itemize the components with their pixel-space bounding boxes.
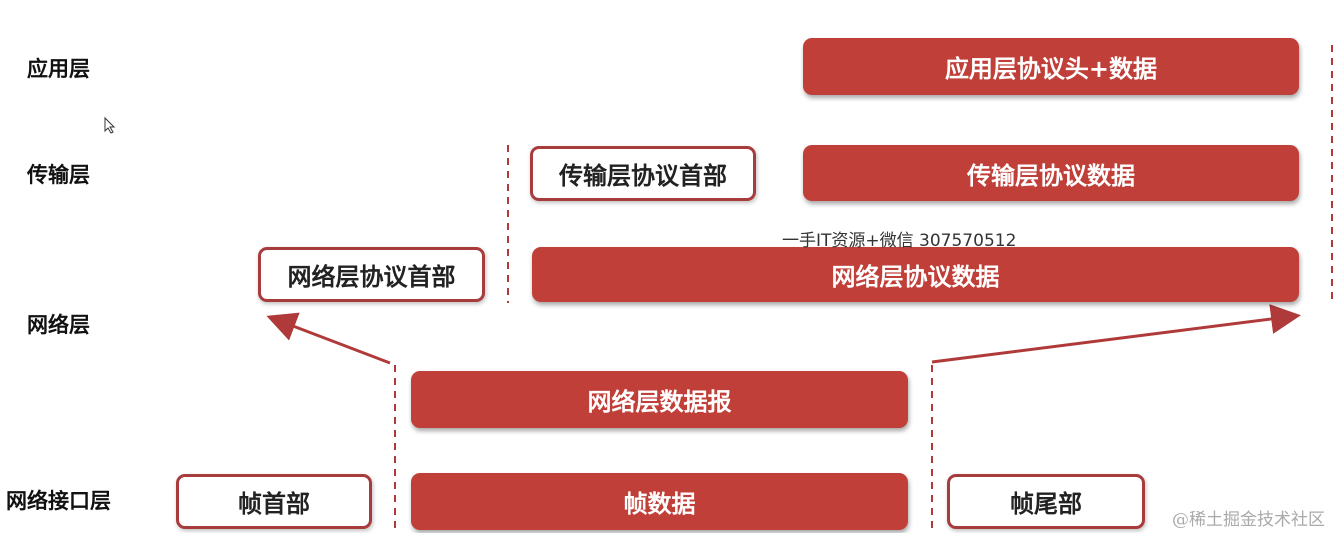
layer-transport: 传输层 [27, 163, 90, 187]
layer-link: 网络接口层 [6, 489, 111, 513]
layer-application: 应用层 [27, 57, 90, 81]
frame-trailer-box: 帧尾部 [947, 474, 1145, 529]
transport-header-box: 传输层协议首部 [530, 146, 756, 201]
app-data-box: 应用层协议头+数据 [803, 38, 1299, 95]
watermark: 一手IT资源+微信 307570512 [782, 231, 1017, 251]
cursor-icon [104, 116, 116, 134]
transport-data-box: 传输层协议数据 [803, 145, 1299, 201]
network-header-box: 网络层协议首部 [258, 247, 485, 302]
arrow-left [266, 312, 391, 365]
arrow-right [931, 304, 1301, 364]
frame-data-box: 帧数据 [411, 473, 908, 530]
credit-watermark: @稀土掘金技术社区 [1172, 510, 1325, 530]
datagram-box: 网络层数据报 [411, 371, 908, 428]
layer-network: 网络层 [27, 313, 90, 337]
frame-header-box: 帧首部 [176, 474, 372, 529]
network-data-box: 网络层协议数据 [532, 247, 1299, 302]
